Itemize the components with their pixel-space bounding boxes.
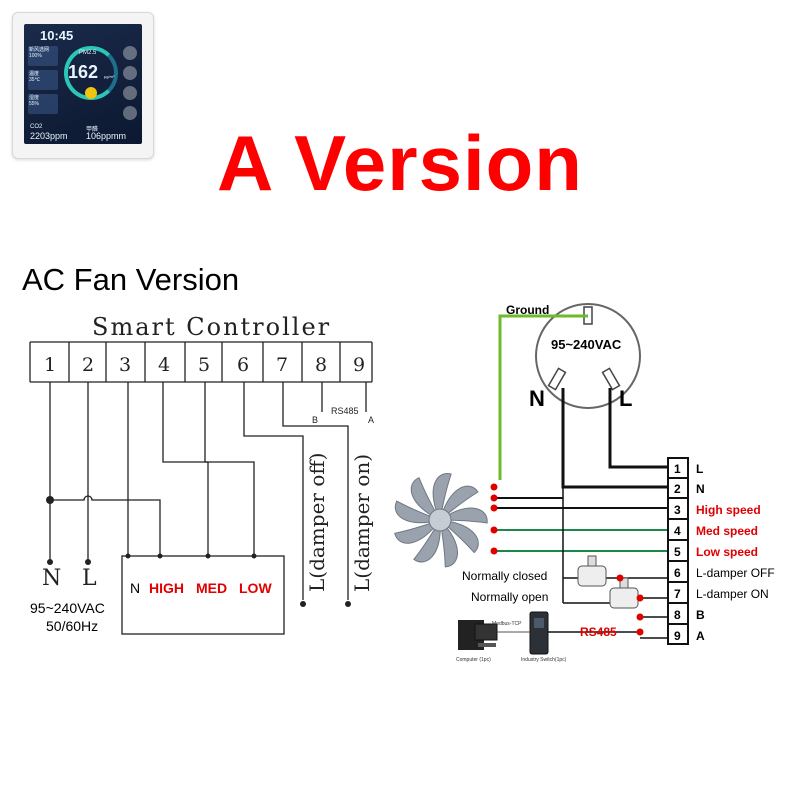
damper-valve-closed [577,555,607,587]
left-terminal-4: 4 [158,354,171,376]
right-terminal-9: 9 [674,629,681,643]
modbus-tcp-label: Modbus-TCP [492,621,522,627]
timer-icon [123,86,137,100]
fan-icon [394,473,488,568]
device-time: 10:45 [40,28,74,43]
terminal-5-label: Low speed [696,545,759,559]
left-l-label: L [82,566,97,591]
controller-device-image: 10:45 新风选网 100% 温度 35℃ 湿度 55% PM2.5 162 … [12,12,154,159]
rs485-right-label: RS485 [580,625,617,639]
left-terminal-5: 5 [198,354,211,376]
right-terminal-2: 2 [674,482,681,496]
pm-label: PM2.5 [79,50,97,56]
device-panel-2-label: 温度 [29,71,40,77]
box-med-label: MED [196,580,228,596]
left-terminal-3: 3 [119,354,132,376]
device-screen: 10:45 新风选网 100% 温度 35℃ 湿度 55% PM2.5 162 … [24,24,142,144]
outlet-n-label: N [529,386,545,411]
right-terminal-4: 4 [674,524,681,538]
pm-unit: μg/m³ [104,74,115,79]
right-terminal-7: 7 [674,587,681,601]
terminal-2-label: N [696,482,705,496]
box-low-label: LOW [239,580,272,596]
smart-controller-title: Smart Controller [92,313,332,341]
right-terminal-8: 8 [674,608,681,622]
damper-valve-open [609,577,639,609]
terminal-7-label: L-damper ON [696,587,769,601]
terminal-9-label: A [696,629,705,643]
mode-icon [123,66,137,80]
left-n-label: N [42,566,62,591]
pm-value: 162 [68,62,99,82]
outlet-l-label: L [619,386,633,411]
right-terminal-1: 1 [674,462,681,476]
normally-closed-label: Normally closed [462,569,548,583]
tvoc-label: 甲醛 [86,127,99,133]
device-panel-3-value: 55% [29,101,40,107]
co2-value: 2203ppm [30,131,68,141]
status-dot-icon [85,87,97,99]
left-supply-frequency: 50/60Hz [46,618,99,634]
ground-label: Ground [506,303,550,317]
device-panel-1-label: 新风选网 [29,47,50,53]
right-terminal-6: 6 [674,566,681,580]
device-panel-3: 湿度 55% [28,94,58,114]
left-terminal-8: 8 [315,354,328,376]
device-panel-1: 新风选网 100% [28,46,58,66]
left-supply-voltage: 95~240VAC [30,600,105,616]
device-panel-3-label: 湿度 [29,95,40,101]
co2-label: CO2 [30,124,43,130]
left-terminal-7: 7 [276,354,289,376]
left-terminal-6: 6 [237,354,250,376]
right-terminal-3: 3 [674,503,681,517]
right-terminal-5: 5 [674,545,681,559]
device-panel-2: 温度 35℃ [28,70,58,90]
terminal-4-label: Med speed [696,524,759,538]
industry-switch-caption: Industry Switch(1pc) [521,657,567,663]
fan-icon [123,106,137,120]
computer-caption: Computer (1pc) [456,657,491,663]
terminal-6-label: L-damper OFF [696,566,775,580]
power-icon [123,46,137,60]
left-terminal-2: 2 [82,354,95,376]
terminal-3-label: High speed [696,503,761,517]
computer-icon [458,620,498,650]
left-terminal-9: 9 [353,354,366,376]
left-terminal-1: 1 [44,354,57,376]
terminal-1-label: L [696,462,704,476]
box-n-label: N [130,580,141,596]
device-panel-2-value: 35℃ [29,77,41,83]
version-subtitle: AC Fan Version [22,262,240,297]
box-high-label: HIGH [149,580,184,596]
tvoc-value: 106ppmm [86,131,127,141]
rs485-a-label: A [368,415,375,425]
industry-switch-icon [529,611,549,655]
rs485-b-label: B [312,415,319,425]
rs485-label: RS485 [331,406,359,416]
terminal-8-label: B [696,608,705,622]
normally-open-label: Normally open [471,590,549,604]
version-title: A Version [217,119,583,207]
outlet-voltage-label: 95~240VAC [551,337,622,352]
device-panel-1-value: 100% [29,53,42,59]
